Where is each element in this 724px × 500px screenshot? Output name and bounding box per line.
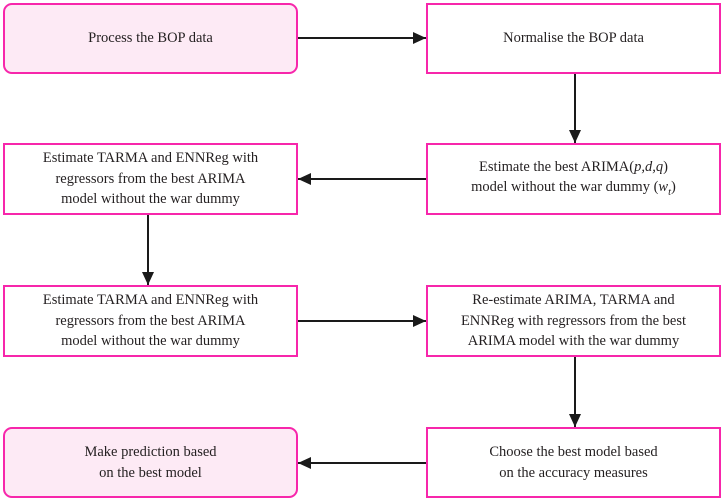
- arrow-shaft: [574, 74, 576, 143]
- arrowhead-down-icon: [569, 130, 581, 143]
- node-normalise-bop-data[interactable]: Normalise the BOP data: [426, 3, 721, 74]
- arrow-tarma-1-to-tarma-2: [138, 215, 158, 285]
- arrow-process-to-normalise: [298, 28, 426, 48]
- node-label: Process the BOP data: [88, 30, 213, 47]
- node-label: Estimate TARMA and ENNReg with regressor…: [42, 292, 259, 350]
- node-estimate-tarma-ennreg-no-dummy-1[interactable]: Estimate TARMA and ENNReg with regressor…: [3, 143, 298, 215]
- node-estimate-best-arima-no-dummy[interactable]: Estimate the best ARIMA(p,d,q) model wit…: [426, 143, 721, 215]
- arrow-shaft: [298, 462, 426, 464]
- node-re-estimate-with-dummy[interactable]: Re-estimate ARIMA, TARMA and ENNReg with…: [426, 285, 721, 357]
- arrow-shaft: [298, 178, 426, 180]
- arrow-shaft: [574, 357, 576, 427]
- node-label: Choose the best model based on the accur…: [489, 443, 658, 481]
- node-process-bop-data[interactable]: Process the BOP data: [3, 3, 298, 74]
- node-label: Normalise the BOP data: [503, 30, 644, 47]
- node-make-prediction[interactable]: Make prediction based on the best model: [3, 427, 298, 498]
- arrow-shaft: [298, 37, 426, 39]
- node-choose-best-model[interactable]: Choose the best model based on the accur…: [426, 427, 721, 498]
- arrowhead-right-icon: [413, 315, 426, 327]
- arrowhead-down-icon: [142, 272, 154, 285]
- node-label: Estimate the best ARIMA(p,d,q) model wit…: [471, 158, 676, 199]
- node-estimate-tarma-ennreg-no-dummy-2[interactable]: Estimate TARMA and ENNReg with regressor…: [3, 285, 298, 357]
- arrow-normalise-to-arima: [565, 74, 585, 143]
- arrowhead-right-icon: [413, 32, 426, 44]
- arrow-arima-to-tarma-1: [298, 169, 426, 189]
- node-label: Estimate TARMA and ENNReg with regressor…: [42, 150, 259, 208]
- arrow-choose-to-prediction: [298, 453, 426, 473]
- arrowhead-down-icon: [569, 414, 581, 427]
- arrowhead-left-icon: [298, 457, 311, 469]
- node-label: Make prediction based on the best model: [84, 443, 217, 481]
- arrowhead-left-icon: [298, 173, 311, 185]
- arrow-shaft: [147, 215, 149, 285]
- arrow-re-estimate-to-choose: [565, 357, 585, 427]
- node-label: Re-estimate ARIMA, TARMA and ENNReg with…: [460, 292, 687, 350]
- arrow-tarma-2-to-re-estimate: [298, 311, 426, 331]
- arrow-shaft: [298, 320, 426, 322]
